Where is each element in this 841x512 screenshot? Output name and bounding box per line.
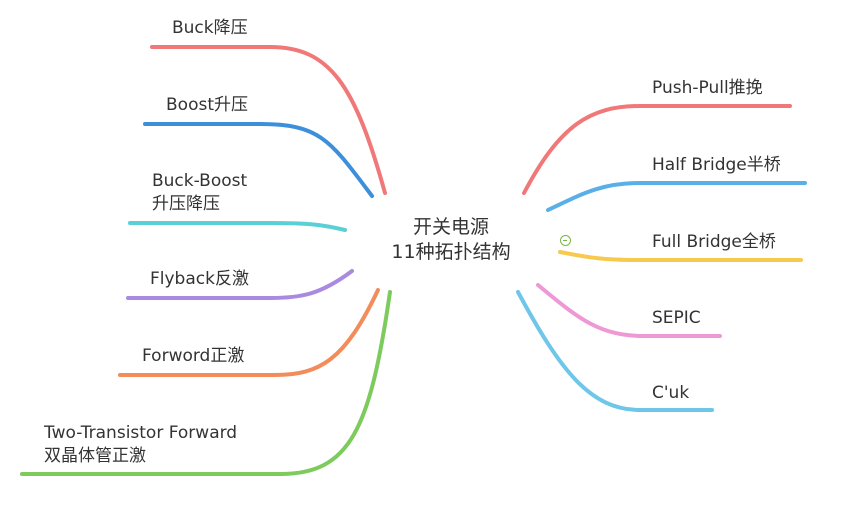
topic-boost-text: Boost升压 <box>166 95 248 115</box>
connector-flyback <box>126 269 354 300</box>
topic-sepic-text: SEPIC <box>652 308 701 328</box>
connector-boost <box>143 122 374 198</box>
topic-sepic[interactable]: SEPIC <box>652 307 701 330</box>
topic-full-bridge[interactable]: Full Bridge全桥 <box>652 231 776 254</box>
topic-buck-boost-line2: 升压降压 <box>152 194 220 214</box>
central-topic-line2: 11种拓扑结构 <box>391 241 511 263</box>
topic-cuk[interactable]: C'uk <box>652 382 689 405</box>
topic-full-bridge-text: Full Bridge全桥 <box>652 232 776 252</box>
topic-flyback[interactable]: Flyback反激 <box>150 268 249 291</box>
topic-buck-boost[interactable]: Buck-Boost 升压降压 <box>152 170 247 216</box>
topic-buck-boost-line1: Buck-Boost <box>152 171 248 191</box>
connector-forword <box>118 288 380 377</box>
topic-buck-text: Buck降压 <box>172 18 248 38</box>
connector-buck-boost <box>128 221 347 232</box>
connector-cuk <box>516 290 714 412</box>
topic-push-pull[interactable]: Push-Pull推挽 <box>652 77 763 100</box>
connector-full-bridge <box>558 250 803 262</box>
topic-boost[interactable]: Boost升压 <box>166 94 248 117</box>
topic-two-transistor-forward[interactable]: Two-Transistor Forward 双晶体管正激 <box>44 422 237 468</box>
topic-flyback-text: Flyback反激 <box>150 269 249 289</box>
topic-half-bridge[interactable]: Half Bridge半桥 <box>652 154 781 177</box>
connector-half-bridge <box>546 181 807 212</box>
connector-sepic <box>536 283 722 338</box>
topic-half-bridge-text: Half Bridge半桥 <box>652 155 781 175</box>
connector-buck <box>150 45 387 195</box>
central-topic[interactable]: 开关电源 11种拓扑结构 <box>366 208 536 272</box>
connector-two-transistor <box>20 290 392 476</box>
topic-push-pull-text: Push-Pull推挽 <box>652 78 763 98</box>
minus-circle-icon[interactable] <box>560 235 571 246</box>
topic-two-transistor-line1: Two-Transistor Forward <box>44 423 238 443</box>
topic-buck[interactable]: Buck降压 <box>172 17 248 40</box>
topic-forword[interactable]: Forword正激 <box>142 345 244 368</box>
central-topic-line1: 开关电源 <box>412 216 489 238</box>
topic-cuk-text: C'uk <box>652 383 690 403</box>
topic-two-transistor-line2: 双晶体管正激 <box>44 446 146 466</box>
topic-forword-text: Forword正激 <box>142 346 245 366</box>
connector-push-pull <box>522 104 792 195</box>
